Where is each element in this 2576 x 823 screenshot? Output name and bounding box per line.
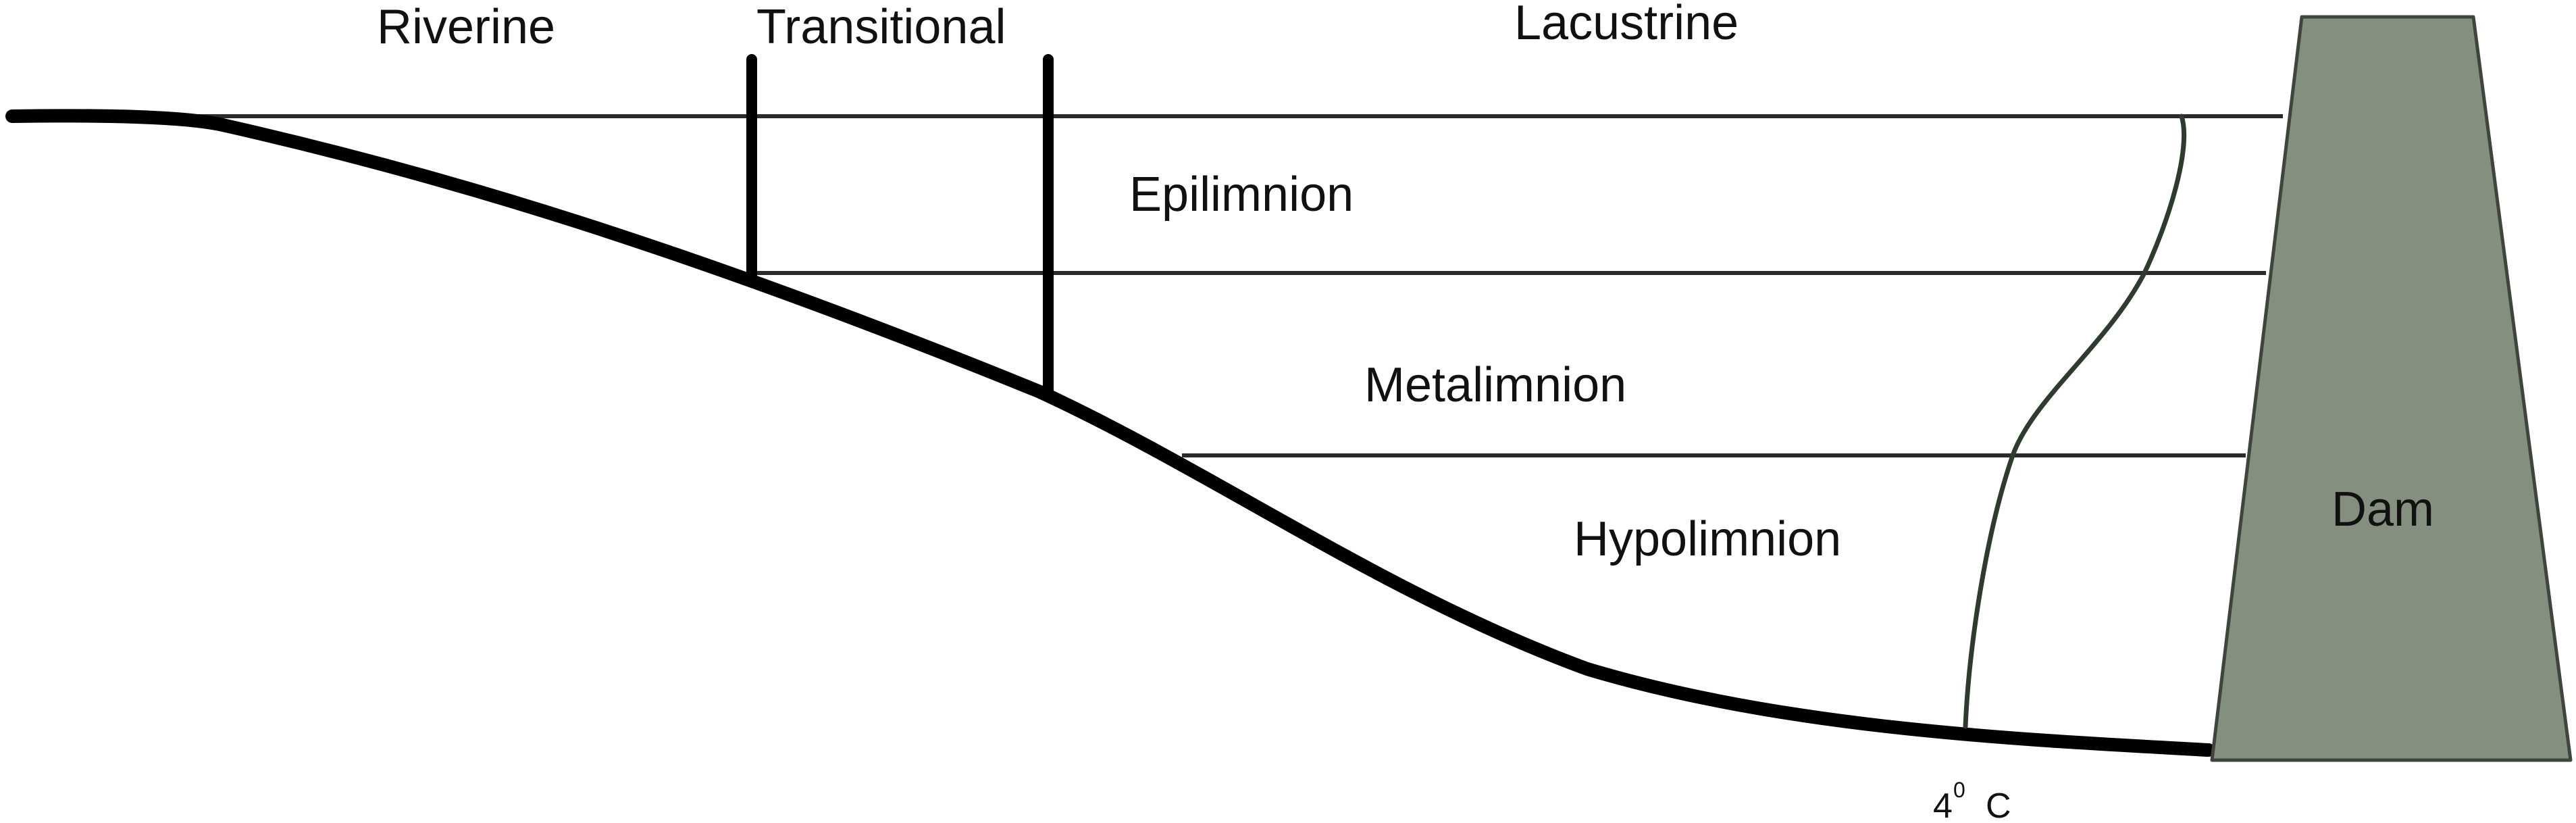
metalimnion-label: Metalimnion: [1364, 358, 1626, 412]
hypolimnion-label: Hypolimnion: [1574, 512, 1841, 566]
reservoir-bottom-line: [5, 109, 2215, 757]
lacustrine-label: Lacustrine: [1514, 0, 1738, 50]
riverine-label: Riverine: [377, 0, 555, 54]
temperature-profile-curve: [1963, 114, 2186, 729]
temperature-unit: C: [1986, 787, 2011, 823]
transitional-label: Transitional: [756, 0, 1006, 54]
temperature-value: 4: [1933, 787, 1953, 823]
dam-shape: [2210, 15, 2573, 762]
epilimnion-label: Epilimnion: [1129, 168, 1354, 222]
dam-label: Dam: [2332, 482, 2434, 537]
temperature-degree: 0: [1953, 778, 1965, 802]
